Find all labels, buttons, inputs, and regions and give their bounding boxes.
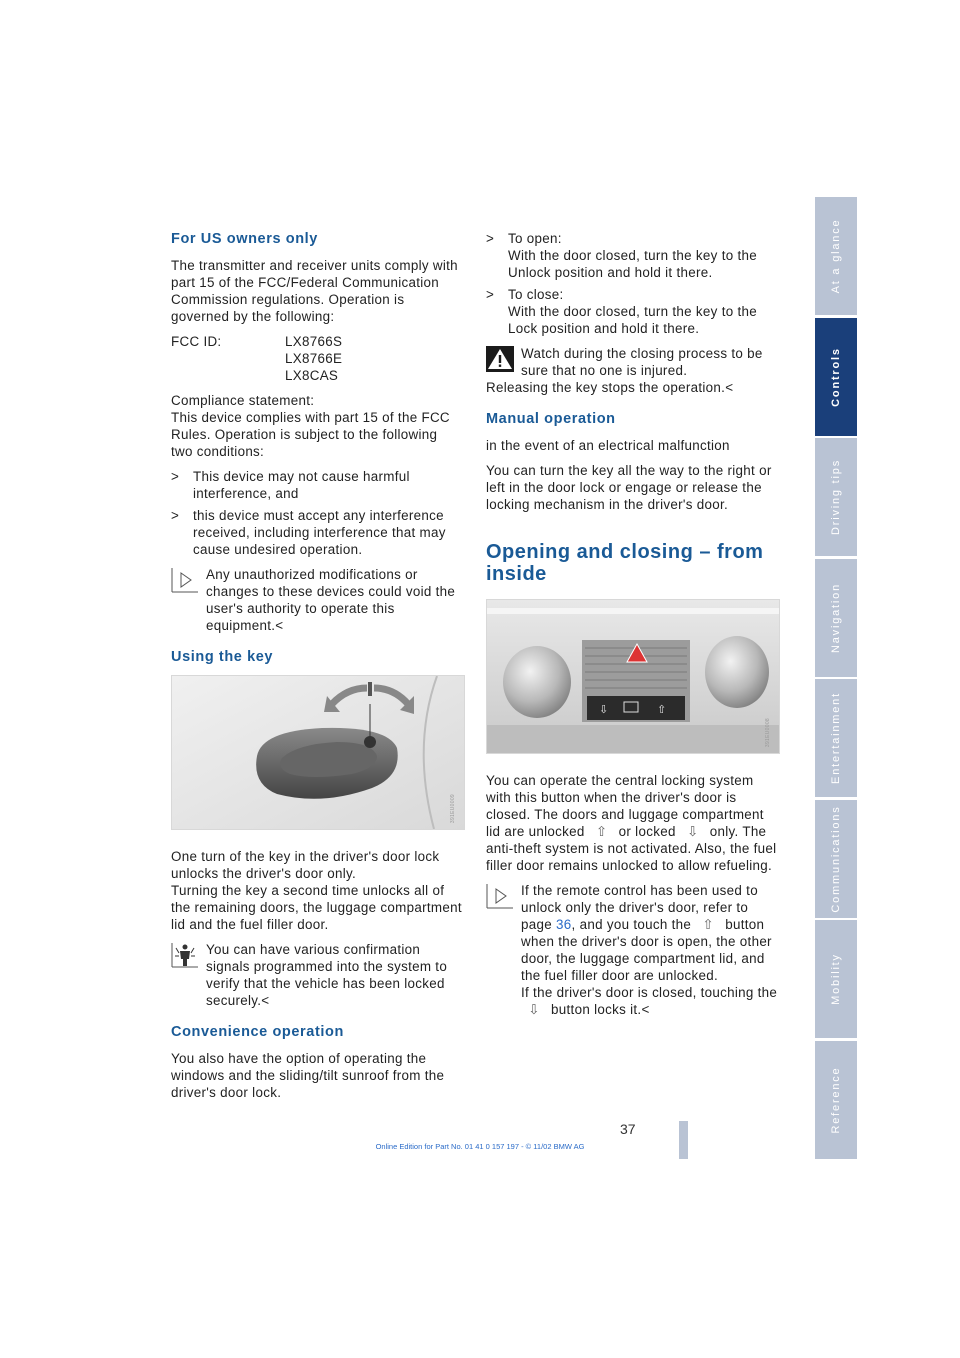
compliance-title: Compliance statement:: [171, 393, 315, 408]
key-paragraph-1: One turn of the key in the driver's door…: [171, 849, 440, 881]
door-handle-illustration: [172, 675, 464, 830]
bullet-item: > To open: With the door closed, turn th…: [486, 230, 778, 281]
open-label: To open:: [508, 231, 562, 246]
note-closed-line: If the driver's door is closed, touching…: [521, 985, 778, 1017]
inside-heading: Opening and closing – from inside: [486, 541, 764, 585]
fcc-id-2: LX8766E: [285, 351, 343, 366]
note-icon: [171, 568, 198, 593]
unlock-arrow-icon: ⇧: [595, 824, 608, 839]
bullet-text: This device may not cause harmful interf…: [193, 469, 410, 501]
close-label: To close:: [508, 287, 564, 302]
compliance-statement: Compliance statement: This device compli…: [171, 392, 463, 460]
bullet-item: > To close: With the door closed, turn t…: [486, 286, 778, 337]
figure-code: 391EU0009: [450, 793, 456, 823]
central-locking-figure: ⇩ ⇧ 391EU0008: [486, 599, 780, 754]
using-key-heading: Using the key: [171, 649, 274, 665]
chapter-tabs: At a glance Controls Driving tips Naviga…: [815, 197, 857, 1160]
convenience-paragraph: You also have the option of operating th…: [171, 1051, 445, 1100]
us-owners-paragraph: The transmitter and receiver units compl…: [171, 258, 458, 324]
bullet-marker: >: [171, 469, 180, 484]
tab-mobility[interactable]: Mobility: [815, 920, 857, 1038]
key-paragraph-2: Turning the key a second time unlocks al…: [171, 883, 462, 932]
bullet-item: > this device must accept any interferen…: [171, 507, 463, 558]
footer-text: Online Edition for Part No. 01 41 0 157 …: [375, 1142, 585, 1151]
tab-at-a-glance[interactable]: At a glance: [815, 197, 857, 315]
note-block: Any unauthorized modifications or change…: [171, 566, 463, 634]
manual-paragraph-1: in the event of an electrical malfunctio…: [486, 438, 730, 453]
us-owners-heading: For US owners only: [171, 231, 318, 247]
tab-controls[interactable]: Controls: [815, 317, 857, 436]
svg-text:⇩: ⇩: [599, 703, 609, 716]
warning-text: Watch during the closing process to be s…: [521, 346, 763, 378]
svg-text:⇧: ⇧: [657, 703, 667, 716]
warning-icon: [486, 346, 514, 372]
manual-operation-heading: Manual operation: [486, 411, 616, 427]
left-column: For US owners only The transmitter and r…: [171, 230, 465, 1109]
note-icon: [486, 884, 513, 909]
end-mark: <: [261, 993, 270, 1008]
fcc-id-block: FCC ID: LX8766S LX8766E LX8CAS: [171, 333, 463, 384]
key-paragraph: One turn of the key in the driver's door…: [171, 848, 463, 933]
tab-driving-tips[interactable]: Driving tips: [815, 438, 857, 556]
tab-navigation[interactable]: Navigation: [815, 558, 857, 677]
figure-code: 391EU0008: [765, 717, 771, 747]
close-text: With the door closed, turn the key to th…: [508, 304, 757, 336]
page-number: 37: [620, 1121, 636, 1137]
bullet-marker: >: [486, 287, 495, 302]
person-signal-icon: [171, 943, 198, 968]
warning-block: Watch during the closing process to be s…: [486, 345, 778, 396]
end-mark: <: [725, 380, 734, 395]
page-marker-bar: [679, 1121, 688, 1159]
lock-arrow-icon: ⇩: [528, 1002, 540, 1017]
door-handle-figure: 391EU0009: [171, 675, 465, 830]
end-mark: <: [641, 1002, 650, 1017]
compliance-text: This device complies with part 15 of the…: [171, 410, 450, 459]
right-column: > To open: With the door closed, turn th…: [486, 230, 780, 1028]
convenience-operation-heading: Convenience operation: [171, 1024, 344, 1040]
open-text: With the door closed, turn the key to th…: [508, 248, 757, 280]
note-block: You can have various confirmation signal…: [171, 941, 463, 1009]
central-locking-paragraph: You can operate the central locking syst…: [486, 773, 777, 873]
note-block: If the remote control has been used to u…: [486, 882, 778, 1018]
note-text: You can have various confirmation signal…: [206, 942, 448, 1008]
warning-tail: Releasing the key stops the operation.<: [486, 380, 734, 395]
end-mark: <: [275, 618, 284, 633]
tab-communications[interactable]: Communications: [815, 799, 857, 918]
note-text: Any unauthorized modifications or change…: [206, 567, 456, 633]
unlock-arrow-icon: ⇧: [702, 917, 714, 932]
manual-paragraph-2: You can turn the key all the way to the …: [486, 463, 772, 512]
page-36-link[interactable]: 36: [556, 917, 572, 932]
lock-arrow-icon: ⇩: [686, 824, 699, 839]
bullet-marker: >: [171, 508, 180, 523]
tab-entertainment[interactable]: Entertainment: [815, 679, 857, 797]
fcc-id-1: LX8766S: [285, 334, 343, 349]
tab-reference[interactable]: Reference: [815, 1040, 857, 1159]
bullet-item: > This device may not cause harmful inte…: [171, 468, 463, 502]
bullet-text: this device must accept any interference…: [193, 508, 446, 557]
fcc-id-label: FCC ID:: [171, 334, 222, 349]
central-locking-illustration: ⇩ ⇧: [487, 600, 779, 753]
fcc-id-3: LX8CAS: [285, 368, 339, 383]
bullet-marker: >: [486, 231, 495, 246]
